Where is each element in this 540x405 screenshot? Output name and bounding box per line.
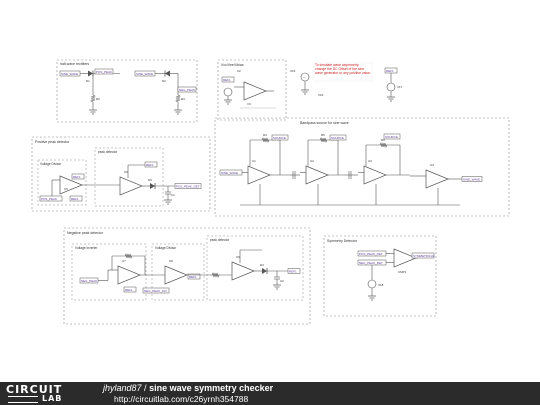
schematic-canvas: half-wave rectifiers SINE_WAVE POS_PEAK …: [31, 59, 510, 325]
label-neg-peak-1: NEG_PEAK: [179, 88, 195, 92]
circuitlab-logo[interactable]: CIRCUIT LAB: [6, 384, 94, 403]
symmetry-section: Symmetry Detector POS_PEAK_DET NEG_PEAK_…: [323, 235, 437, 317]
footer-bar: CIRCUIT LAB jhyland87 / sine wave symmet…: [0, 382, 540, 405]
label-ref1-b: REF1: [386, 69, 394, 73]
label-r3: R3: [181, 97, 185, 101]
svg-text:~: ~: [303, 75, 306, 80]
credit-line: jhyland87 / sine wave symmetry checker: [103, 383, 273, 394]
label-v2: V2: [237, 69, 241, 73]
label-ref1-a: REF1: [223, 78, 231, 82]
logo-text-bottom: LAB: [42, 394, 63, 403]
label-source-1: SOURCE: [273, 136, 286, 140]
label-ref1-d: REF1: [73, 175, 81, 179]
label-u8: U8: [169, 259, 173, 263]
label-v3: V3: [247, 102, 251, 106]
ref-source-section: REF1 V17: [384, 67, 403, 102]
label-d1: D1: [86, 79, 90, 83]
label-u6: U6: [124, 170, 128, 174]
label-sine-wave-3: SINE_WAVE: [221, 171, 238, 175]
author-link[interactable]: jhyland87: [103, 383, 142, 393]
positive-peak-title: Positive peak detector: [35, 140, 70, 144]
bandpass-section: Bandpass source for sine wave SINE_WAVE …: [214, 117, 510, 217]
label-pos-peak-det-2: POS_PEAK_DET: [359, 252, 383, 256]
label-d2: D2: [162, 79, 166, 83]
label-u4: U4: [430, 163, 434, 167]
label-u2: U2: [310, 159, 314, 163]
label-r4: R4: [263, 133, 267, 137]
label-ref1-h: REF1: [289, 269, 297, 273]
vbias-section: Vcc/Vee/Vbias REF1 V2 V3: [217, 59, 287, 121]
dc-source-section: ~ V15 To simulate wave asymmetry, change…: [290, 62, 373, 97]
negative-peak-detector-title: peak detector: [210, 238, 230, 242]
label-u1: U1: [252, 159, 256, 163]
half-wave-title: half-wave rectifiers: [60, 62, 89, 66]
negative-peak-section: Negative peak detector Voltage Inverter …: [63, 227, 311, 325]
label-neg-peak-inv: NEG_PEAK_INV: [144, 289, 167, 293]
label-ref1-g: REF1: [189, 275, 197, 279]
label-c2: C2: [280, 279, 284, 283]
label-u3: U3: [368, 159, 372, 163]
label-r6: R6: [381, 138, 385, 142]
negative-peak-title: Negative peak detector: [67, 231, 104, 235]
negative-voltage-divisor-title: Voltage Divisor: [155, 246, 177, 250]
positive-peak-section: Positive peak detector Voltage Divisor p…: [31, 136, 211, 212]
label-u7: U7: [122, 259, 126, 263]
label-ref1-c: REF1: [71, 197, 79, 201]
half-wave-section: half-wave rectifiers SINE_WAVE POS_PEAK …: [56, 59, 198, 123]
label-pos-peak-det-1: POS_PEAK_DET: [176, 184, 200, 188]
circuit-url[interactable]: http://circuitlab.com/c26yrnh354788: [114, 394, 249, 404]
vbias-title: Vcc/Vee/Vbias: [221, 63, 244, 67]
positive-peak-detector-title: peak detector: [98, 150, 118, 154]
label-c1: C1: [171, 193, 175, 197]
label-cmp1: CMP1: [398, 270, 407, 274]
bandpass-title: Bandpass source for sine wave: [300, 121, 349, 125]
credit-separator: /: [144, 383, 147, 393]
label-source-3: SOURCE: [385, 135, 398, 139]
label-v16: V16: [318, 93, 324, 97]
label-u5: U5: [64, 187, 68, 191]
label-sine-wave-2: SINE_WAVE: [136, 72, 153, 76]
label-v17: V17: [397, 85, 403, 89]
label-source-2: SOURCE: [331, 136, 344, 140]
label-pos-peak-1: POS_PEAK: [96, 70, 112, 74]
label-symmetrical: SYMMETRICAL: [413, 254, 435, 258]
label-r5: R5: [321, 133, 325, 137]
label-pos-peak-2: POS_PEAK: [41, 197, 57, 201]
asymmetry-note: To simulate wave asymmetry, change the D…: [315, 63, 371, 75]
label-ref1-f: REF1: [125, 288, 133, 292]
label-u9: U9: [236, 255, 240, 259]
positive-voltage-divisor-title: Voltage Divisor: [40, 162, 62, 166]
circuit-title: sine wave symmetry checker: [149, 383, 274, 393]
symmetry-title: Symmetry Detector: [327, 239, 358, 243]
label-d4: D4: [260, 263, 264, 267]
label-d3: D3: [148, 178, 152, 182]
label-sine-wave-4: SINE_WAVE: [463, 177, 480, 181]
label-ref1-e: REF1: [146, 163, 154, 167]
label-r2: R2: [96, 97, 100, 101]
schematic-drawing: half-wave rectifiers SINE_WAVE POS_PEAK …: [31, 59, 510, 325]
label-neg-peak-2: NEG_PEAK: [81, 279, 97, 283]
label-v18: V18: [378, 283, 384, 287]
negative-voltage-inverter-title: Voltage Inverter: [75, 246, 98, 250]
label-sine-wave-1: SINE_WAVE: [61, 72, 78, 76]
chip-icon: [8, 396, 38, 403]
label-v15: V15: [290, 69, 296, 73]
logo-text-top: CIRCUIT: [6, 383, 63, 396]
label-neg-peak-det: NEG_PEAK_DET: [359, 261, 383, 265]
